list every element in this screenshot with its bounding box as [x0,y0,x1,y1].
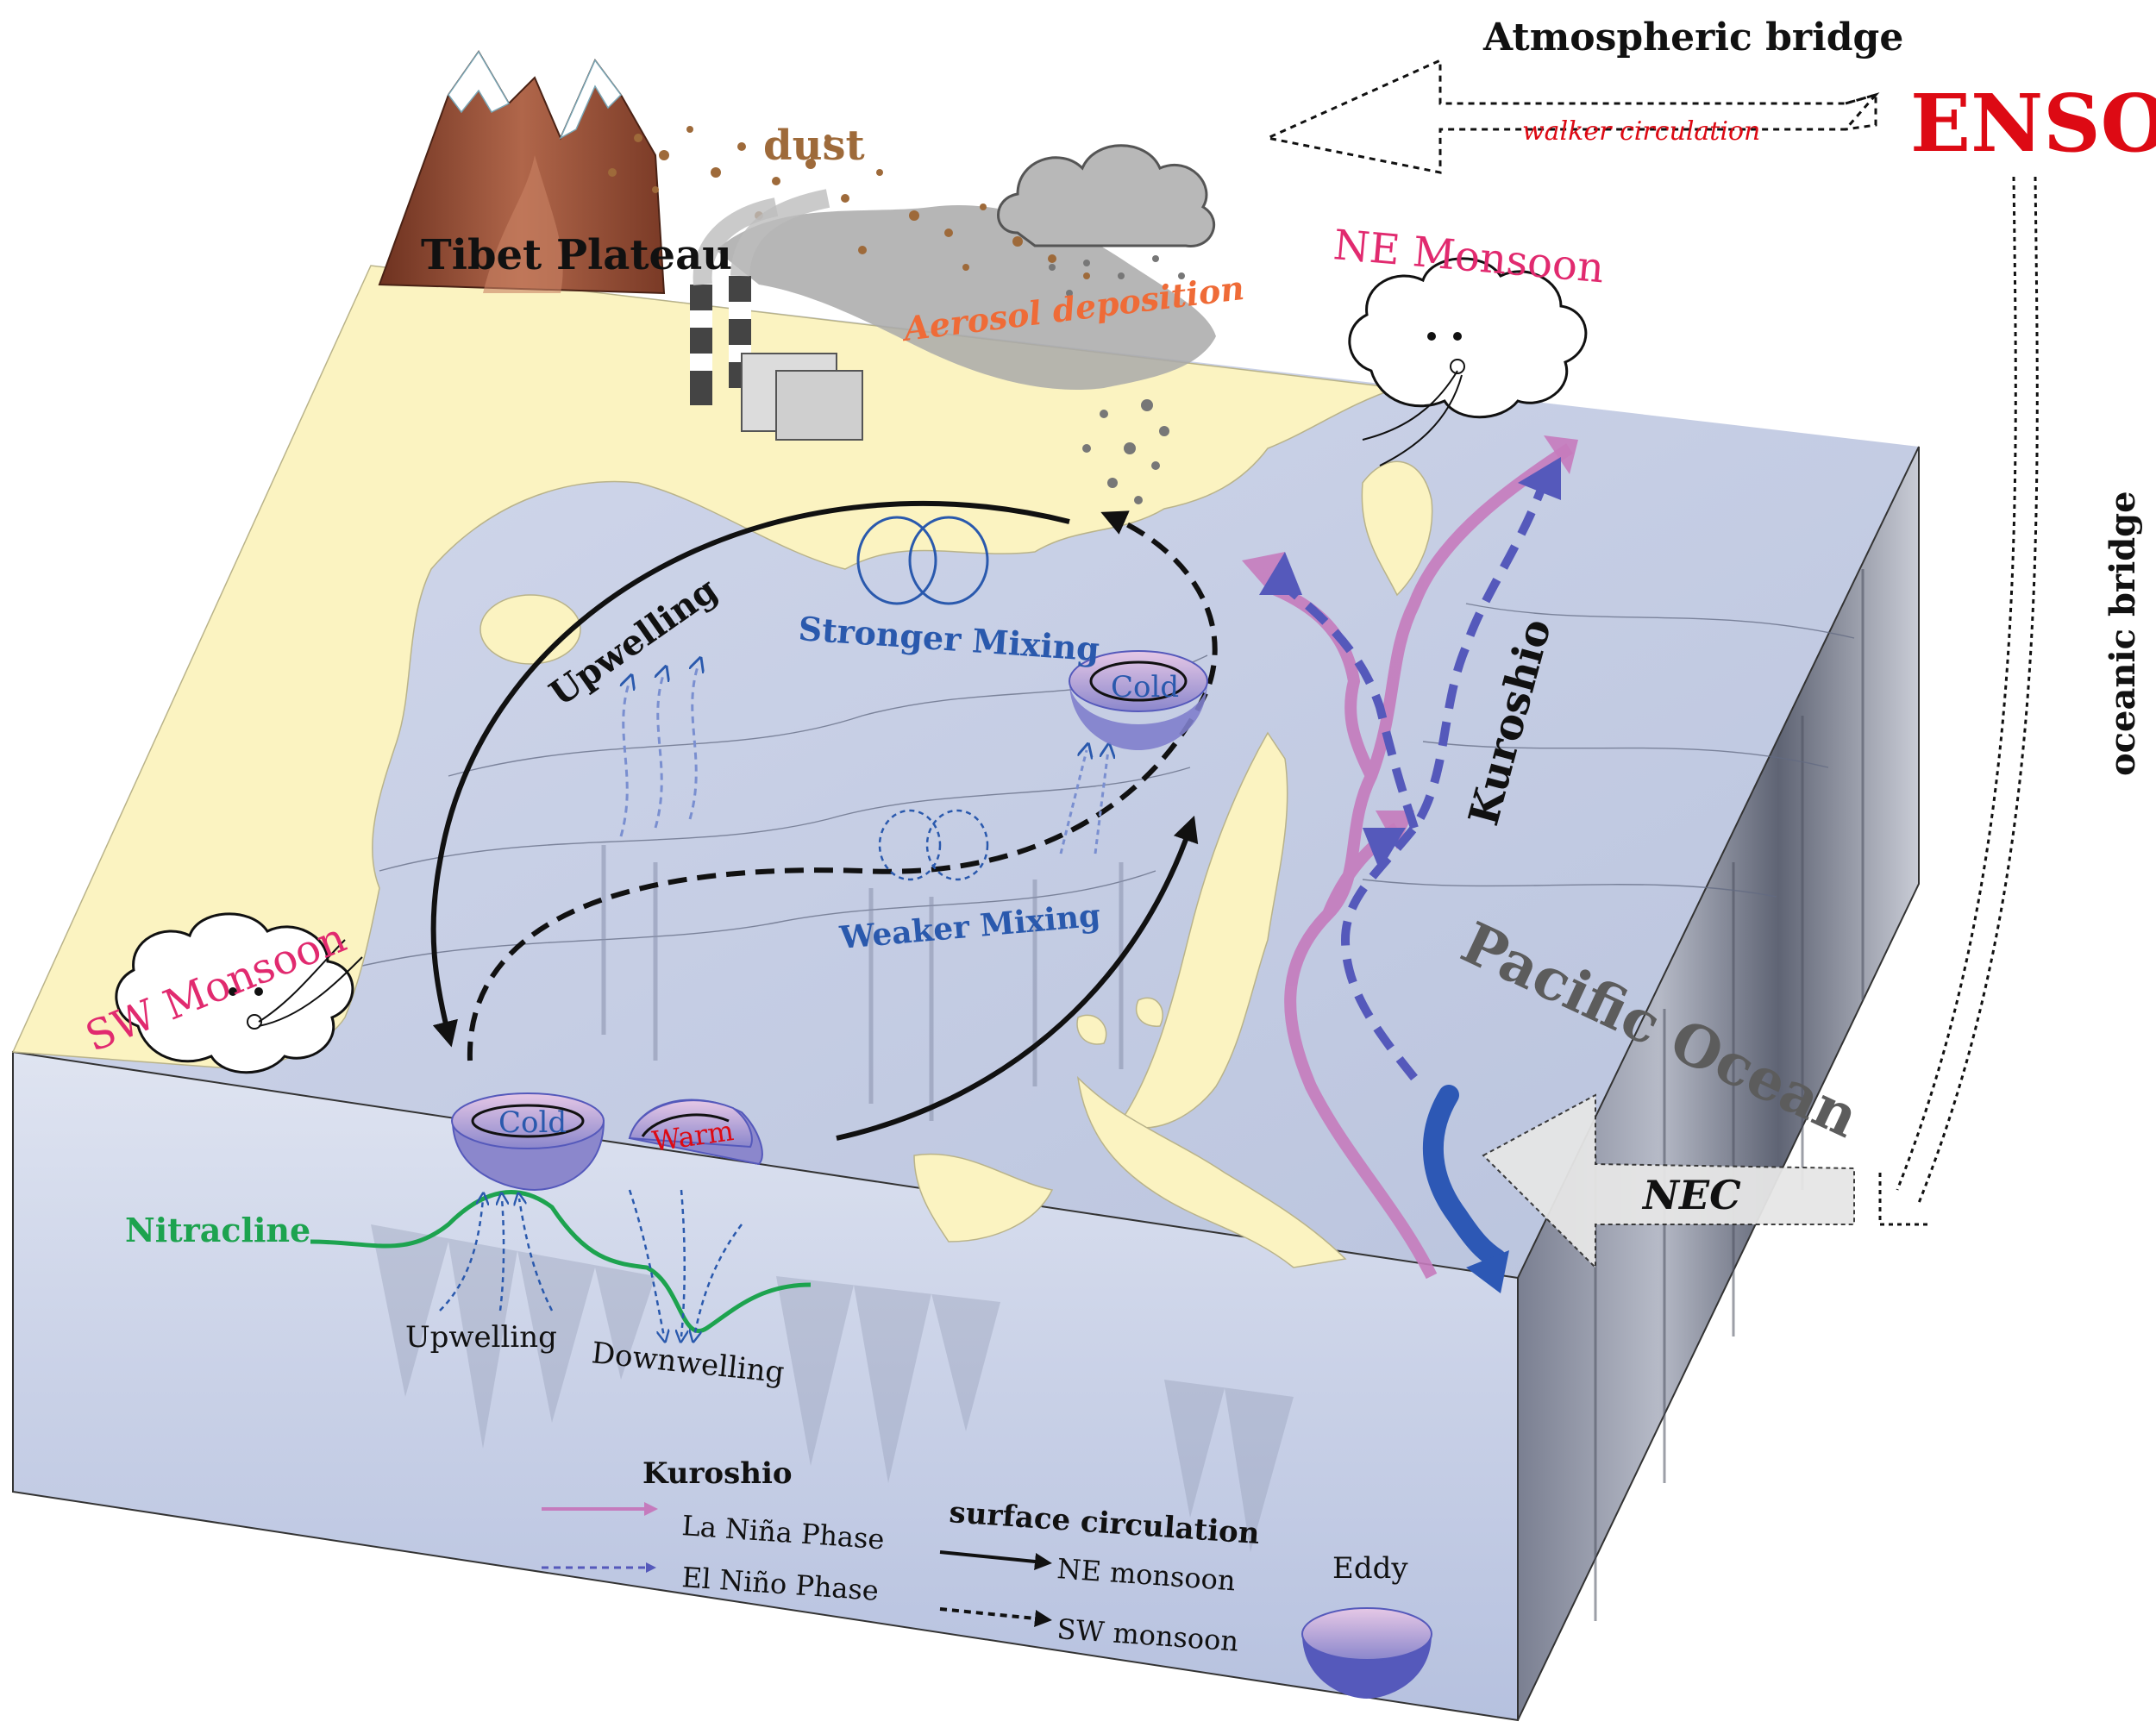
small-islands [1076,997,1163,1045]
land-masses [11,265,1433,1268]
rain-cloud-icon [997,144,1215,297]
kuroshio-el-nino-heads [1259,457,1561,871]
atmospheric-bridge-arrow [1263,58,1880,174]
legend-sw-monsoon-swatch [939,1607,1052,1627]
nitracline-label: Nitracline [125,1211,310,1249]
ne-monsoon-cloud-icon [1348,257,1588,466]
seabed-spikes [601,845,1124,1121]
stronger-mixing-icon [856,516,989,605]
cold-eddy-top-label: Cold [1111,670,1179,704]
nec-blue-current [1422,1085,1507,1269]
hainan-island [479,594,581,665]
atmospheric-bridge-label: Atmospheric bridge [1482,16,1903,59]
section-downwelling-arrows [628,1189,743,1336]
borneo-coast [913,1153,1054,1243]
kuroshio-el-nino-path [1282,481,1548,1081]
ne-monsoon-return-arrow [836,815,1199,1141]
cold-eddy-side [451,1092,605,1192]
luzon-island [1119,731,1288,1129]
legend-kuroshio-title: Kuroshio [642,1456,793,1491]
dust-plume [608,126,1216,521]
upwelling-dashed-arrows [619,664,699,837]
cold-eddy-side-label: Cold [498,1105,567,1140]
oceanic-bridge-arrow [1878,176,2039,1226]
weaker-mixing-icon [878,809,989,881]
oceanic-bridge-label: oceanic bridge [2103,491,2143,776]
dust-label: dust [763,122,865,170]
nec-blue-current-head [1466,1250,1509,1293]
tibet-plateau-label: Tibet Plateau [421,231,732,279]
nitracline-line [310,1190,812,1333]
asian-mainland [11,265,1398,1070]
enso-label: ENSO [1910,77,2156,170]
sw-monsoon-circulation-arrow [467,510,1218,1061]
nitracline-section [310,1189,812,1336]
surface-circulation [430,501,1218,1141]
section-upwelling-arrows [439,1199,554,1311]
ne-monsoon-circulation-arrow [430,501,1070,1048]
upwelling-section-label: Upwelling [405,1320,557,1355]
taiwan-island [1361,460,1433,597]
tibet-plateau-mountain [378,50,666,295]
factory-icon [690,189,863,441]
seabed-shadows [371,1224,1294,1552]
philippine-islands [1076,1075,1347,1268]
legend [542,1502,1432,1699]
legend-ne-monsoon-swatch [939,1550,1052,1570]
sw-monsoon-cloud-icon [115,912,363,1074]
walker-circulation-label: walker circulation [1522,116,1760,147]
legend-eddy-icon [1301,1607,1432,1699]
warm-eddy-side [628,1099,763,1166]
nec-arrow [1482,1093,1855,1270]
cold-eddy-top [1069,650,1208,750]
cold-eddy-upwelling-arrows [1059,750,1108,854]
legend-eddy-label: Eddy [1332,1551,1408,1586]
nec-label: NEC [1641,1172,1741,1218]
